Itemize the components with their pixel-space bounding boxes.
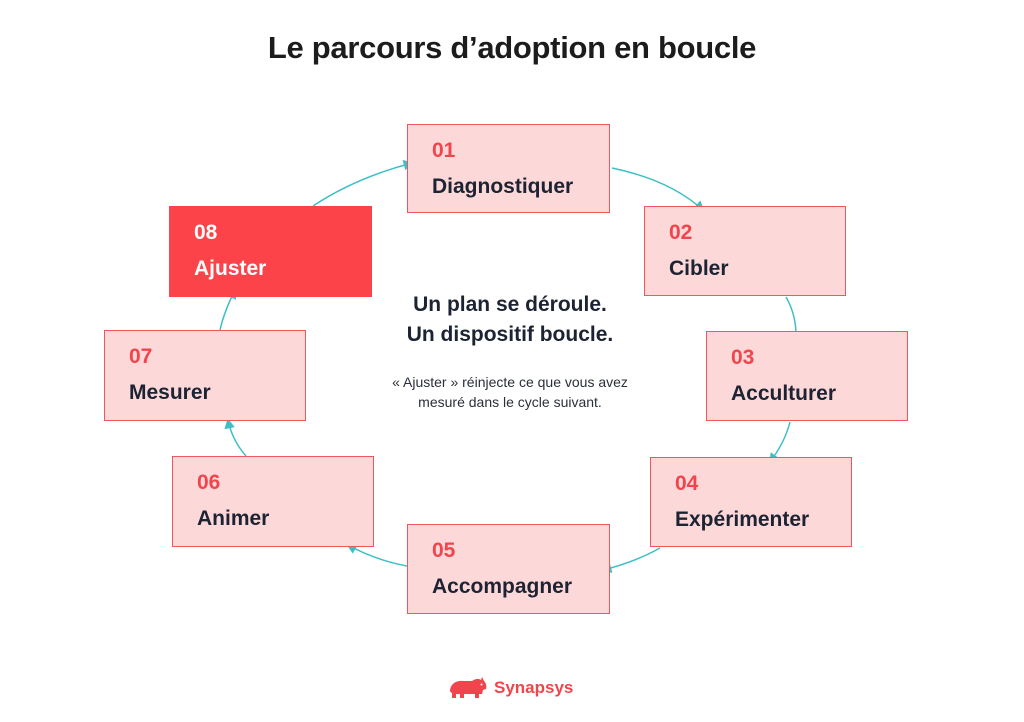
step-accompagner: 05 Accompagner [407, 524, 610, 614]
brand-name: Synapsys [494, 678, 574, 697]
center-note: « Ajuster » réinjecte ce que vous avez m… [392, 374, 628, 410]
step-label: Cibler [669, 257, 729, 280]
arrow-01-to-02 [611, 167, 705, 212]
step-acculturer: 03 Acculturer [706, 331, 908, 421]
step-label: Diagnostiquer [432, 175, 574, 198]
arrow-03-to-04 [768, 421, 791, 464]
step-number: 08 [194, 221, 218, 244]
step-label: Animer [197, 507, 270, 530]
center-message: Un plan se déroule. Un dispositif boucle… [360, 290, 660, 412]
step-diagnostiquer: 01 Diagnostiquer [407, 124, 610, 213]
step-number: 03 [731, 346, 755, 369]
headline-line-1: Un plan se déroule. [413, 293, 607, 316]
step-number: 04 [675, 472, 699, 495]
step-label: Mesurer [129, 381, 211, 404]
step-label: Expérimenter [675, 508, 810, 531]
step-mesurer: 07 Mesurer [104, 330, 306, 421]
step-experimenter: 04 Expérimenter [650, 457, 852, 547]
brand-logo: Synapsys [448, 672, 573, 704]
step-label: Accompagner [432, 575, 573, 598]
step-ajuster: 08 Ajuster [169, 206, 372, 297]
arrow-04-to-05 [600, 547, 661, 574]
step-number: 06 [197, 471, 221, 494]
step-number: 05 [432, 539, 456, 562]
arrow-08-to-01 [312, 160, 415, 207]
step-number: 02 [669, 221, 693, 244]
headline-line-2: Un dispositif boucle. [406, 323, 614, 346]
step-label: Ajuster [194, 257, 267, 280]
step-number: 01 [432, 139, 456, 162]
step-cibler: 02 Cibler [644, 206, 846, 296]
step-label: Acculturer [731, 382, 837, 405]
arrow-05-to-06 [346, 543, 408, 567]
page-title: Le parcours d’adoption en boucle [267, 30, 757, 65]
arrow-06-to-07 [224, 417, 247, 457]
step-animer: 06 Animer [172, 456, 374, 547]
rhino-icon [450, 677, 487, 698]
step-number: 07 [129, 345, 153, 368]
